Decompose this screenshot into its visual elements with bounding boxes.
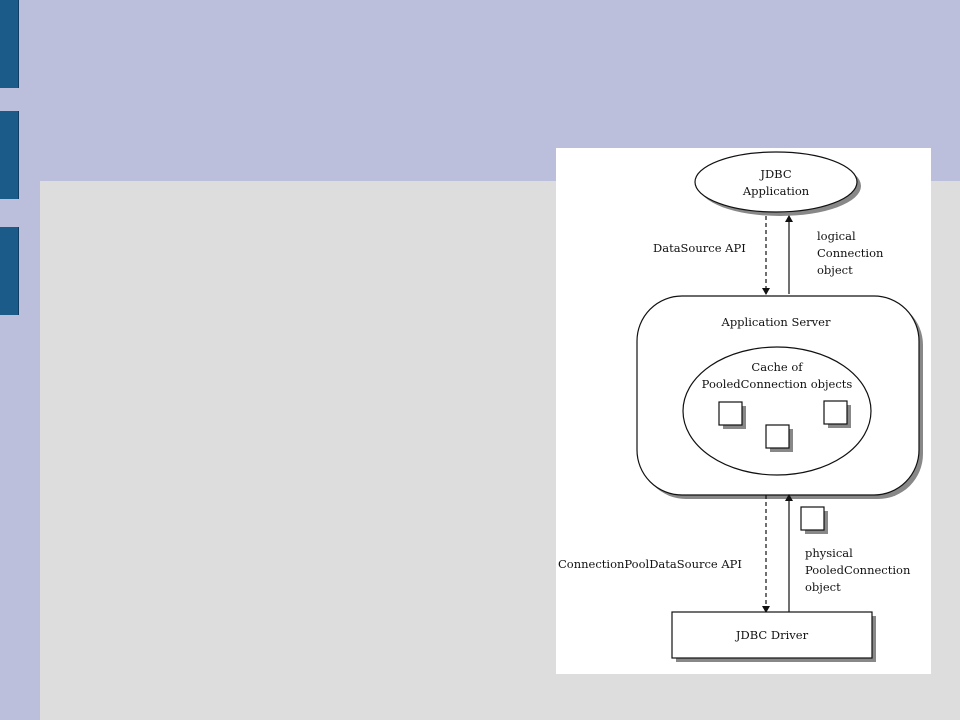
pooled-connection-square [718,401,743,426]
driver-label: JDBC Driver [735,628,809,642]
cache-label-line1: Cache of [751,360,803,374]
connection-cache: Cache of PooledConnection objects [682,346,872,476]
physical-label-line3: object [805,580,841,594]
pooled-connection-square [823,400,848,425]
datasource-api-label: DataSource API [653,241,746,255]
physical-pooled-connection-square [800,506,825,531]
pooled-connection-square [765,424,790,449]
diagram-svg: JDBC Application DataSource API logical … [558,151,923,662]
side-tab-1 [0,0,19,88]
app-node-line2: Application [742,184,810,198]
cache-label-line2: PooledConnection objects [702,377,853,391]
cpds-api-label: ConnectionPoolDataSource API [558,557,742,571]
physical-label-line1: physical [805,546,853,560]
physical-label-line2: PooledConnection [805,563,911,577]
logical-label-line2: Connection [817,246,884,260]
side-tab-3 [0,227,19,315]
server-title: Application Server [721,315,831,329]
jdbc-application-node: JDBC Application [694,151,861,216]
logical-label-line1: logical [817,229,856,243]
app-node-line1: JDBC [759,167,791,181]
jdbc-pooling-diagram: JDBC Application DataSource API logical … [556,148,931,674]
jdbc-driver-box: JDBC Driver [671,611,876,662]
logical-label-line3: object [817,263,853,277]
side-tab-2 [0,111,19,199]
